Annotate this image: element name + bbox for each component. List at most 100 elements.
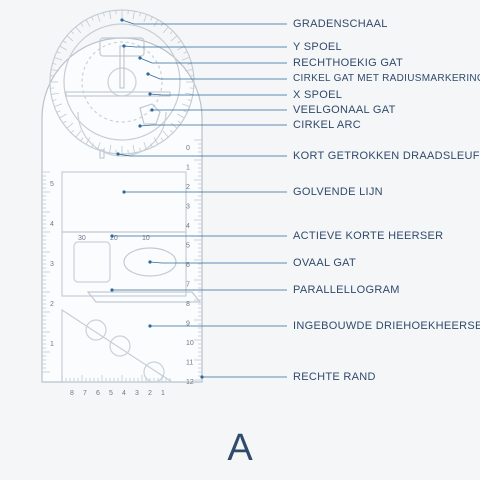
protractor-tick: [181, 57, 190, 61]
right-scale-number: 1: [186, 165, 190, 172]
callout-dot: [122, 44, 126, 48]
protractor-tick: [150, 16, 153, 21]
protractor-tick: [80, 22, 84, 27]
callout-dot: [116, 152, 120, 156]
bottom-scale-number: 1: [161, 390, 165, 397]
protractor-tick: [132, 11, 135, 20]
mid-scale-number: 10: [142, 235, 150, 242]
protractor-tick: [139, 147, 141, 152]
left-scale-number: 2: [50, 301, 54, 308]
right-scale-number: 6: [186, 262, 190, 269]
protractor-tick: [66, 122, 74, 129]
protractor-tick: [170, 35, 178, 42]
protractor-tick: [183, 51, 188, 54]
protractor-tick: [51, 92, 60, 95]
protractor-tick: [56, 110, 61, 113]
protractor-tick: [103, 12, 105, 17]
protractor-tick: [169, 30, 174, 35]
protractor-tick: [97, 141, 101, 150]
protractor-tick: [184, 69, 193, 72]
callout-parallellogram: PARALLELLOGRAM: [293, 284, 400, 296]
protractor-tick: [70, 129, 75, 134]
callout-line: [139, 57, 287, 64]
callout-dot: [150, 108, 154, 112]
callout-cirkel-gat: CIRKEL GAT MET RADIUSMARKERING: [293, 73, 480, 84]
protractor-tick: [139, 12, 141, 17]
bottom-scale-number: 3: [135, 390, 139, 397]
bottom-scale-number: 7: [83, 390, 87, 397]
callout-ingebouwde: INGEBOUWDE DRIEHOEKHEERSER: [293, 320, 480, 332]
callout-dot: [200, 375, 204, 379]
protractor-tick: [160, 137, 164, 142]
protractor-tick: [66, 35, 74, 42]
protractor-tick: [62, 40, 67, 44]
protractor-tick: [52, 63, 57, 65]
right-scale-number: 5: [186, 243, 190, 250]
protractor-tick: [187, 63, 192, 65]
protractor-tick: [109, 144, 112, 153]
right-scale-number: 4: [186, 223, 190, 230]
protractor-tick: [162, 26, 169, 34]
protractor-tick: [75, 130, 82, 138]
protractor-tick: [132, 144, 135, 153]
callout-dot: [146, 72, 150, 76]
protractor-tick: [85, 137, 91, 145]
protractor-tick: [109, 11, 112, 20]
protractor-tick: [56, 51, 61, 54]
protractor-tick: [170, 122, 178, 129]
protractor-tick: [62, 120, 67, 124]
left-scale-number: 3: [50, 261, 54, 268]
protractor-tick: [177, 113, 185, 119]
protractor-tick: [75, 26, 82, 34]
protractor-tick: [181, 103, 190, 107]
callout-dots: [110, 18, 204, 379]
callout-actieve-korte-heerser: ACTIEVE KORTE HEERSER: [293, 230, 444, 242]
right-scale-number: 11: [186, 360, 193, 367]
protractor-tick: [51, 69, 60, 72]
protractor-tick: [160, 22, 164, 27]
protractor-tick: [143, 141, 147, 150]
left-scale-number: 1: [50, 341, 54, 348]
protractor-tick: [162, 130, 169, 138]
callout-line: [121, 19, 287, 25]
protractor-ticks: [50, 10, 194, 154]
variant-letter: A: [227, 427, 253, 469]
right-scale-number: 2: [186, 184, 190, 191]
protractor-tick: [143, 14, 147, 23]
protractor-tick: [85, 19, 91, 27]
protractor-tick: [177, 120, 182, 124]
protractor-tick: [169, 129, 174, 134]
protractor-tick: [54, 57, 63, 61]
callout-dot: [122, 190, 126, 194]
callout-rechte-rand: RECHTE RAND: [293, 371, 376, 383]
callout-kort-getrokken: KORT GETROKKEN DRAADSLEUF: [293, 150, 480, 162]
protractor-tick: [59, 45, 67, 51]
callout-dot: [148, 324, 152, 328]
right-scale-number: 10: [186, 340, 194, 347]
bottom-scale-number: 6: [96, 390, 100, 397]
callout-line: [139, 124, 287, 127]
right-scale-number: 8: [186, 301, 190, 308]
protractor-tick: [103, 147, 105, 152]
protractor-tick: [52, 99, 57, 101]
right-scale-number: 12: [186, 379, 194, 386]
callout-line: [123, 45, 287, 48]
protractor-tick: [184, 92, 193, 95]
left-scale-number: 4: [50, 221, 54, 228]
protractor-tick: [70, 30, 75, 35]
protractor-tick: [91, 143, 94, 148]
callout-golvende-lijn: GOLVENDE LIJN: [293, 186, 383, 198]
right-scale-number: 7: [186, 282, 190, 289]
bottom-scale-number: 2: [148, 390, 152, 397]
protractor-tick: [153, 19, 159, 27]
right-scale-number: 3: [186, 204, 190, 211]
callout-x-spoel: X SPOEL: [293, 89, 343, 101]
callout-lines: [112, 19, 287, 378]
protractor-tick: [177, 40, 182, 44]
protractor-tick: [183, 110, 188, 113]
callout-line: [149, 93, 287, 96]
protractor-tick: [54, 103, 63, 107]
callout-ovaal-gat: OVAAL GAT: [293, 257, 357, 269]
mid-scale-number: 20: [110, 235, 118, 242]
